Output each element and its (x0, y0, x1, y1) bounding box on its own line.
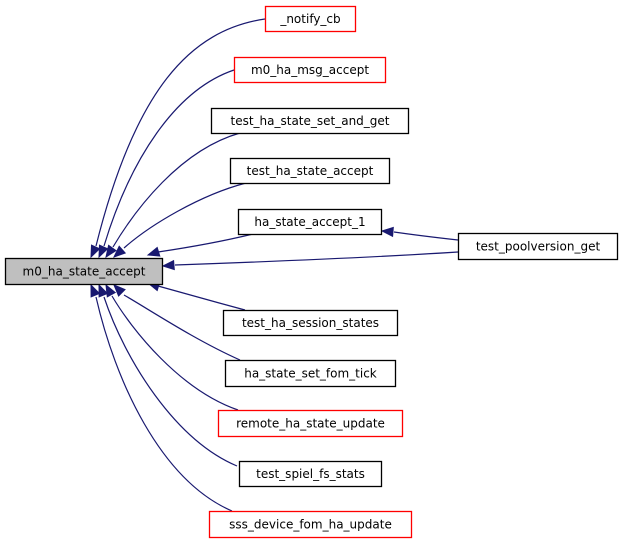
edge-n7-root (157, 285, 246, 311)
node-label: m0_ha_state_accept (23, 265, 146, 279)
edge-n5-root (157, 233, 254, 253)
arrow-head (90, 283, 101, 298)
node-label: test_poolversion_get (476, 240, 601, 254)
arrow-head (105, 283, 117, 298)
arrow-head (161, 259, 175, 271)
nodes-layer: m0_ha_state_accept _notify_cb m0_ha_msg_ac… (4, 5, 619, 539)
edge-n1-root (95, 18, 266, 247)
node-label: m0_ha_msg_accept (251, 63, 369, 77)
arrow-head (98, 244, 109, 259)
node-box[interactable] (229, 157, 391, 185)
node-box[interactable] (217, 409, 404, 438)
arrow-head (146, 246, 161, 257)
edge-n3-root (112, 132, 241, 248)
node-box[interactable] (224, 359, 397, 388)
arrow-head (113, 245, 127, 258)
arrow-head (113, 284, 126, 297)
edges-layer (90, 18, 459, 512)
caller-node[interactable]: m0_ha_msg_accept (233, 56, 387, 84)
node-box[interactable] (210, 107, 410, 135)
edge-n4-root (123, 182, 247, 249)
caller-node[interactable]: ha_state_set_fom_tick (224, 359, 397, 388)
edge-n8-root (123, 294, 241, 361)
arrow-head (105, 244, 117, 259)
node-label: ha_state_set_fom_tick (244, 367, 377, 381)
node-box[interactable] (4, 257, 164, 286)
edge-n6-n5 (393, 231, 459, 241)
arrow-head (98, 283, 109, 298)
edge-n10-root (103, 296, 238, 467)
node-box[interactable] (264, 5, 357, 33)
node-label: test_ha_state_set_and_get (230, 114, 389, 128)
node-box[interactable] (222, 309, 399, 337)
edge-n11-root (95, 296, 233, 512)
node-label: test_ha_session_states (242, 316, 379, 330)
caller-node[interactable]: _notify_cb (264, 5, 357, 33)
node-box[interactable] (237, 208, 383, 236)
caller-node[interactable]: test_ha_state_set_and_get (210, 107, 410, 135)
node-label: remote_ha_state_update (236, 417, 385, 431)
node-box[interactable] (233, 56, 387, 84)
edge-n2-root (103, 69, 235, 247)
edge-n6-root (174, 251, 459, 266)
arrow-head (380, 226, 394, 238)
root-node[interactable]: m0_ha_state_accept (4, 257, 164, 286)
node-box[interactable] (238, 460, 383, 488)
node-label: sss_device_fom_ha_update (229, 518, 392, 532)
caller-node[interactable]: remote_ha_state_update (217, 409, 404, 438)
caller-node[interactable]: sss_device_fom_ha_update (208, 510, 413, 539)
node-box[interactable] (457, 232, 619, 261)
caller-node[interactable]: test_poolversion_get (457, 232, 619, 261)
caller-node[interactable]: test_ha_state_accept (229, 157, 391, 185)
node-label: _notify_cb (279, 12, 340, 26)
caller-node[interactable]: test_spiel_fs_stats (238, 460, 383, 488)
node-label: ha_state_accept_1 (254, 215, 365, 229)
arrow-head (90, 244, 101, 259)
node-label: test_spiel_fs_stats (256, 467, 365, 481)
caller-node[interactable]: ha_state_accept_1 (237, 208, 383, 236)
node-box[interactable] (208, 510, 413, 539)
edge-n9-root (111, 295, 239, 411)
caller-node[interactable]: test_ha_session_states (222, 309, 399, 337)
node-label: test_ha_state_accept (247, 164, 374, 178)
